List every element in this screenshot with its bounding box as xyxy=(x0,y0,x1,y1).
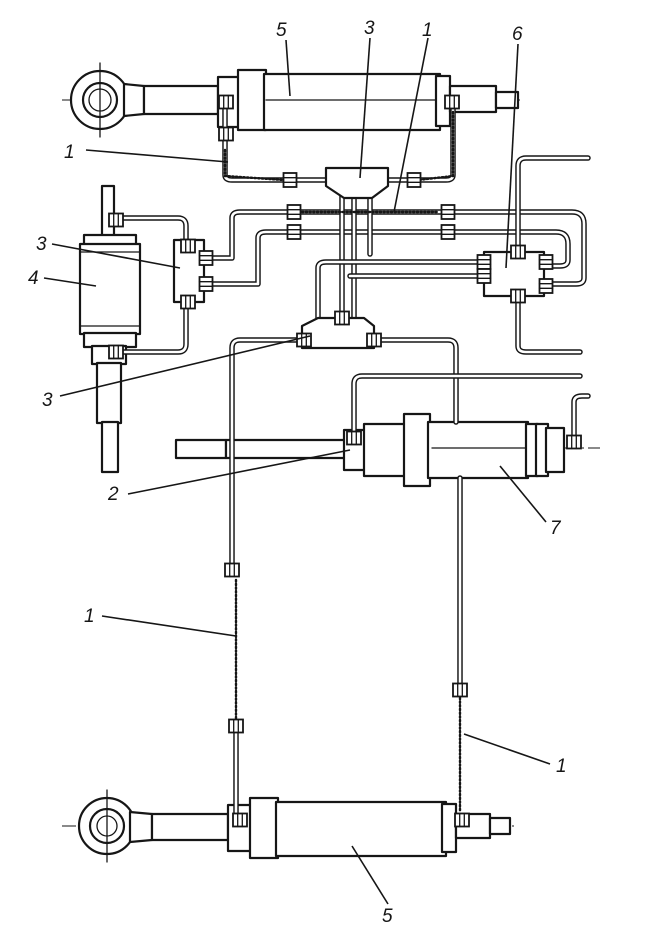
label-valve-block: 6 xyxy=(512,24,523,45)
label-cylinder-top: 5 xyxy=(276,20,287,41)
cylinder-7-center xyxy=(174,412,600,488)
tee-3-middle xyxy=(300,316,376,350)
label-cylinder-left: 4 xyxy=(28,268,39,289)
cylinder-5-top xyxy=(62,62,520,138)
label-hose-pipe-top: 1 xyxy=(422,20,433,41)
label-hose-right-vertical: 1 xyxy=(556,756,567,777)
label-cylinder-bottom: 5 xyxy=(382,906,393,926)
hoses xyxy=(223,110,462,814)
label-tee-top: 3 xyxy=(364,18,375,39)
label-fitting-cylinder-7: 2 xyxy=(107,484,119,505)
label-cylinder-center: 7 xyxy=(550,518,562,539)
cylinder-5-bottom xyxy=(62,789,516,863)
tee-3-top xyxy=(324,166,390,200)
pipelines xyxy=(115,105,591,819)
label-tee-left: 3 xyxy=(36,234,47,255)
label-tee-middle: 3 xyxy=(42,390,53,411)
callout-labels: 1 1 1 1 2 3 3 3 4 5 5 6 7 xyxy=(28,18,567,926)
label-hose-left-vertical: 1 xyxy=(84,606,95,627)
cylinder-4-left xyxy=(78,184,142,474)
label-hose-top: 1 xyxy=(64,142,75,163)
leader-lines xyxy=(43,37,551,905)
